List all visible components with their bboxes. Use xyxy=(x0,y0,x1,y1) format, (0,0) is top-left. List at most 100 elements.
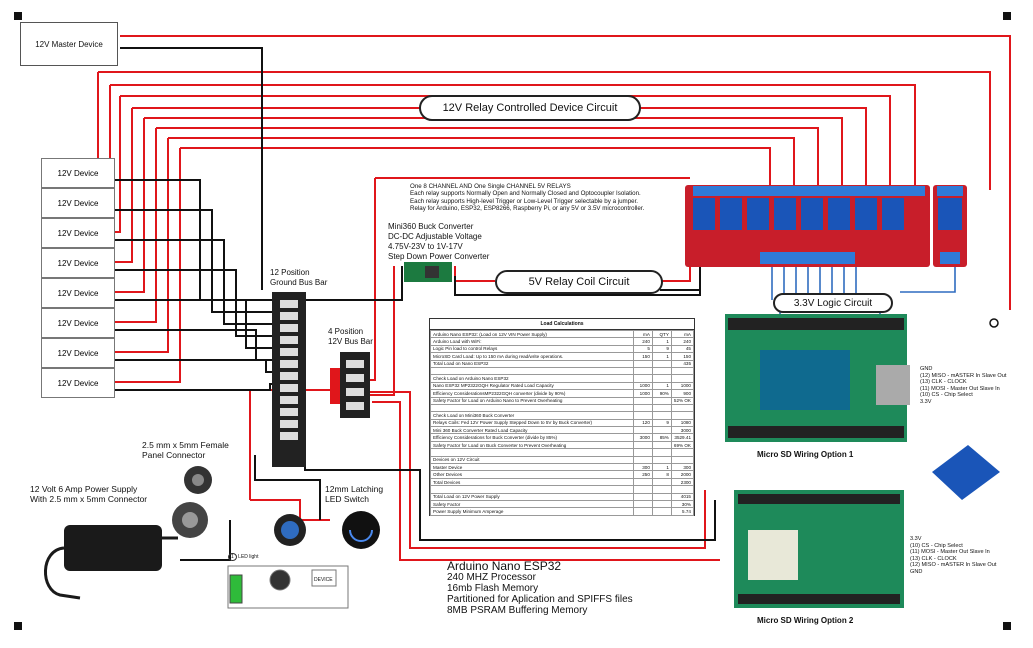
load-calc-cell: 1 xyxy=(651,463,672,472)
load-calc-cell: 52% OK xyxy=(670,396,695,405)
sd1-title: Micro SD Wiring Option 1 xyxy=(757,450,854,459)
load-calc-cell: Arduino Load with WiFi: xyxy=(430,337,634,346)
device-2: 12V Device xyxy=(41,188,115,218)
buck-line: Step Down Power Converter xyxy=(388,252,490,261)
load-calc-grid: Arduino Nano ESP32: (Load on 12V VIN Pow… xyxy=(430,329,695,516)
load-calc-cell: Total Load on Nano ESP32 xyxy=(430,359,634,368)
bus12-line: 12V Bus Bar xyxy=(328,337,373,346)
device-8: 12V Device xyxy=(41,368,115,398)
logic-circuit-label: 3.3V Logic Circuit xyxy=(773,293,893,313)
relay-info-line: Relay for Arduino, ESP32, ESP8266, Raspb… xyxy=(410,205,645,213)
load-calc-row: Relays Coils: Fed 12V Power Supply Stepp… xyxy=(430,418,695,428)
led-text: LED light xyxy=(238,554,259,560)
load-calc-cell xyxy=(632,359,653,368)
load-calc-cell xyxy=(632,499,653,509)
load-calculations-table: Load Calculations Arduino Nano ESP32: (L… xyxy=(429,318,695,516)
load-calc-row: Mini 360 Buck Converter Rated Load Capac… xyxy=(430,426,695,435)
coil-circuit-label: 5V Relay Coil Circuit xyxy=(495,270,663,294)
ground-bus-bar xyxy=(272,292,306,467)
load-calc-cell: 3529.41 xyxy=(670,433,695,442)
load-calc-cell: Check Load on Arduino Nano ESP32 xyxy=(430,374,634,383)
load-calc-cell: 69% OK xyxy=(670,440,695,450)
load-calc-cell xyxy=(632,492,653,502)
load-calc-cell xyxy=(670,411,695,420)
sd2-pin: GND xyxy=(910,568,923,575)
device-label: 12V Device xyxy=(57,198,99,208)
load-calc-cell xyxy=(651,440,672,450)
power-supply-line: With 2.5 mm x 5mm Connector xyxy=(30,494,148,504)
load-calc-cell: 3000 xyxy=(670,426,695,435)
load-calc-row: Power Supply Minimum Amperage 5.74 xyxy=(430,507,695,516)
load-calc-cell: 150 xyxy=(670,352,695,361)
device-6: 12V Device xyxy=(41,308,115,338)
load-calc-cell: Safety Factor for Load on Buck Converter… xyxy=(430,440,634,450)
load-calc-cell xyxy=(670,448,695,457)
load-calc-cell: 435 xyxy=(670,359,695,368)
device-4: 12V Device xyxy=(41,248,115,278)
load-calc-cell: MicroSD Card Load: Up to 150 mA during r… xyxy=(430,352,634,361)
load-calc-cell xyxy=(430,366,634,376)
load-calc-cell xyxy=(651,359,672,368)
sd1-label: Micro SD Wiring Option 1 xyxy=(757,450,853,460)
load-calc-cell: 5.74 xyxy=(670,507,695,516)
buck-line: DC-DC Adjustable Voltage xyxy=(388,232,482,241)
sd2-pin: (11) MOSI - Master Out Slave In xyxy=(910,549,990,556)
load-calc-cell: 120 xyxy=(632,418,653,428)
load-calc-cell: Efficiency ConsiderationsMP2322GQH conve… xyxy=(430,389,634,398)
device-label: 12V Device xyxy=(57,228,99,238)
buck-converter xyxy=(404,262,452,282)
load-calc-cell xyxy=(430,448,634,457)
load-calc-cell: QTY xyxy=(651,329,672,339)
sd2-title: Micro SD Wiring Option 2 xyxy=(757,616,854,625)
load-calc-cell: 5 xyxy=(632,344,653,354)
load-calc-cell: 30% xyxy=(670,499,695,509)
relay-info-line: Each relay supports High-level Trigger o… xyxy=(410,197,639,205)
device-small-label: DEVICE xyxy=(314,575,333,585)
load-calc-cell xyxy=(651,403,672,413)
load-calc-cell xyxy=(651,499,672,509)
led-small-label: 1 LED light xyxy=(228,552,258,562)
sd2-pin: (12) MISO - mASTER In Slave Out xyxy=(910,562,997,569)
load-calc-cell: mA xyxy=(670,329,695,339)
load-calc-cell: 1000 xyxy=(632,381,653,391)
led-switch-label: 12mm Latching LED Switch xyxy=(325,484,383,504)
load-calc-cell: 250 xyxy=(632,470,653,479)
load-calc-row xyxy=(430,403,695,413)
device-5: 12V Device xyxy=(41,278,115,308)
panel-connector-line: Panel Connector xyxy=(142,450,206,460)
ground-bus-line: 12 Position xyxy=(270,268,310,277)
load-calc-row: Safety Factor for Load on Arduino Nano t… xyxy=(430,396,695,405)
load-calc-cell xyxy=(651,396,672,405)
load-calc-cell xyxy=(651,485,672,494)
nano-line: Partitioned for Aplication and SPIFFS fi… xyxy=(447,594,633,605)
load-calc-cell: 240 xyxy=(670,337,695,346)
load-calc-cell: 90% xyxy=(651,389,672,398)
load-calc-row: Safety Factor for Load on Buck Converter… xyxy=(430,440,695,450)
load-calc-cell: Arduino Nano ESP32: (Load on 12V VIN Pow… xyxy=(430,329,634,339)
device-text: DEVICE xyxy=(314,577,333,583)
sd2-pin: 3.3V xyxy=(910,536,922,542)
device-7: 12V Device xyxy=(41,338,115,368)
master-device: 12V Master Device xyxy=(20,22,118,66)
load-calc-cell xyxy=(632,374,653,383)
relay-board-8ch xyxy=(685,185,930,267)
panel-connector-image xyxy=(172,466,212,538)
load-calc-cell xyxy=(651,455,672,465)
load-calc-cell: Relays Coils: Fed 12V Power Supply Stepp… xyxy=(430,418,634,428)
load-calc-cell: 85% xyxy=(651,433,672,442)
load-calc-cell xyxy=(670,455,695,465)
load-calc-cell: Safety Factor for Load on Arduino Nano t… xyxy=(430,396,634,405)
load-calc-row xyxy=(430,448,695,457)
load-calc-cell: 4015 xyxy=(670,492,695,502)
load-calc-row xyxy=(430,485,695,494)
relay-info: One 8 CHANNEL AND One Single CHANNEL 5V … xyxy=(410,183,644,213)
led-switch-line: LED Switch xyxy=(325,494,369,504)
load-calc-cell: Power Supply Minimum Amperage xyxy=(430,507,634,516)
load-calc-cell xyxy=(632,448,653,457)
load-calc-cell: 300 xyxy=(670,463,695,472)
load-calc-row xyxy=(430,366,695,376)
